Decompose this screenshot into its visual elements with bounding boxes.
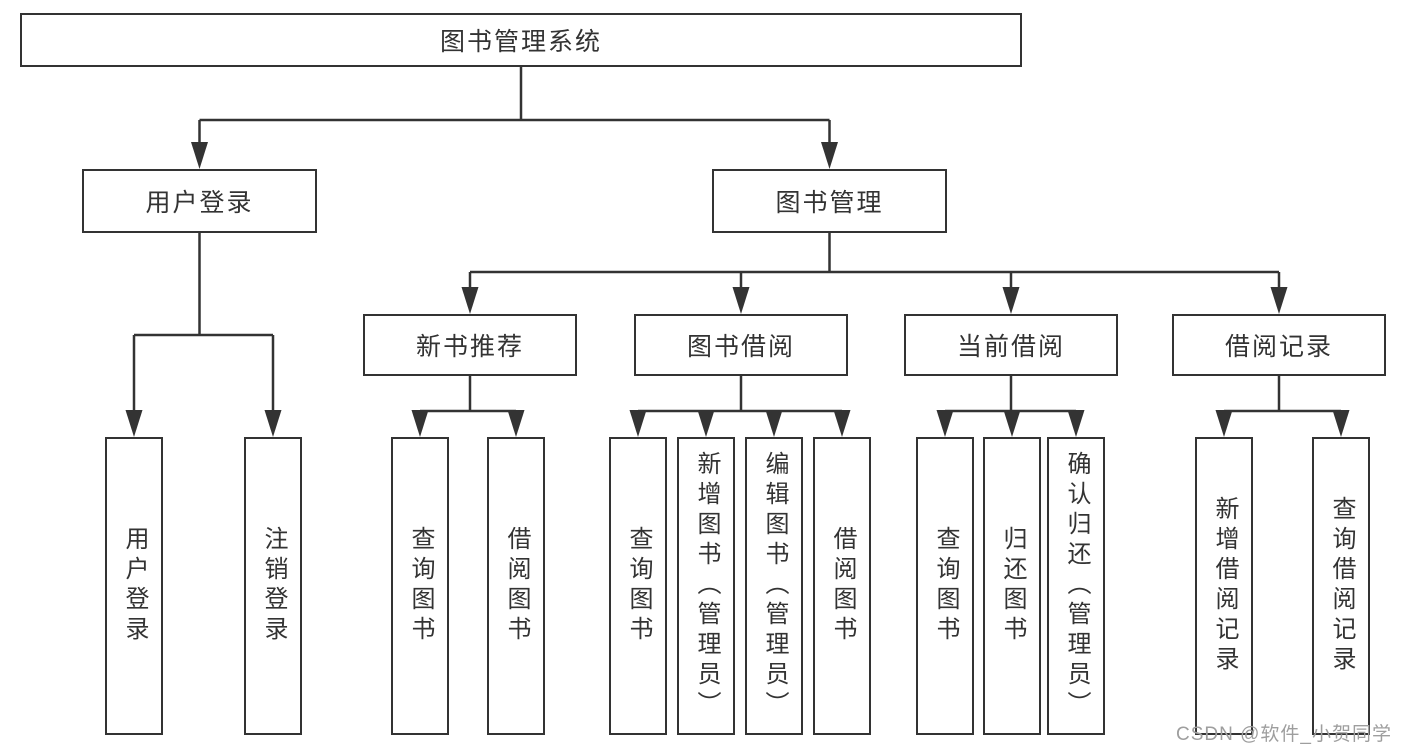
arrow-down-icon: [461, 287, 479, 314]
node-user-login: 用户登录: [82, 169, 317, 233]
leaf-query-borrow-record: 查询借阅记录: [1312, 437, 1370, 735]
connector-root-to-level2: [198, 67, 831, 145]
connector-records-to-leaves: [1224, 376, 1341, 413]
arrow-down-icon: [1270, 287, 1288, 314]
connector-current-to-leaves: [945, 376, 1076, 413]
arrow-down-icon: [629, 410, 647, 437]
arrowheads: [125, 142, 1350, 437]
connector-bookmgmt-to-level3: [468, 233, 1281, 289]
arrow-down-icon: [1067, 410, 1085, 437]
arrow-down-icon: [507, 410, 525, 437]
arrow-down-icon: [125, 410, 143, 437]
leaf-user-login: 用户登录: [105, 437, 163, 735]
node-current-borrowing: 当前借阅: [904, 314, 1118, 376]
arrow-down-icon: [697, 410, 715, 437]
arrow-down-icon: [732, 287, 750, 314]
leaf-query-books-current: 查询图书: [916, 437, 974, 735]
connector-newrec-to-leaves: [420, 376, 516, 413]
connector-borrowing-to-leaves: [638, 376, 842, 413]
leaf-add-borrow-record: 新增借阅记录: [1195, 437, 1253, 735]
arrow-down-icon: [1215, 410, 1233, 437]
leaf-return-books: 归还图书: [983, 437, 1041, 735]
arrow-down-icon: [1332, 410, 1350, 437]
leaf-logout: 注销登录: [244, 437, 302, 735]
leaf-borrow-books-borrowing: 借阅图书: [813, 437, 871, 735]
leaf-borrow-books-recommend: 借阅图书: [487, 437, 545, 735]
arrow-down-icon: [936, 410, 954, 437]
node-new-book-recommendation: 新书推荐: [363, 314, 577, 376]
connector-userlogin-to-leaves: [132, 233, 275, 412]
arrow-down-icon: [833, 410, 851, 437]
leaf-confirm-return-admin: 确认归还（管理员）: [1047, 437, 1105, 735]
arrow-down-icon: [191, 142, 208, 169]
leaf-query-books-borrowing: 查询图书: [609, 437, 667, 735]
leaf-edit-books-admin: 编辑图书（管理员）: [745, 437, 803, 735]
leaf-query-books-recommend: 查询图书: [391, 437, 449, 735]
node-library-management-system: 图书管理系统: [20, 13, 1022, 67]
arrow-down-icon: [1003, 410, 1021, 437]
arrow-down-icon: [411, 410, 429, 437]
arrow-down-icon: [264, 410, 282, 437]
arrow-down-icon: [821, 142, 838, 169]
arrow-down-icon: [1002, 287, 1020, 314]
csdn-watermark: CSDN @软件_小贺同学: [1176, 724, 1392, 745]
node-borrowing-records: 借阅记录: [1172, 314, 1386, 376]
arrow-down-icon: [765, 410, 783, 437]
leaf-add-books-admin: 新增图书（管理员）: [677, 437, 735, 735]
node-book-borrowing: 图书借阅: [634, 314, 848, 376]
node-book-management: 图书管理: [712, 169, 947, 233]
